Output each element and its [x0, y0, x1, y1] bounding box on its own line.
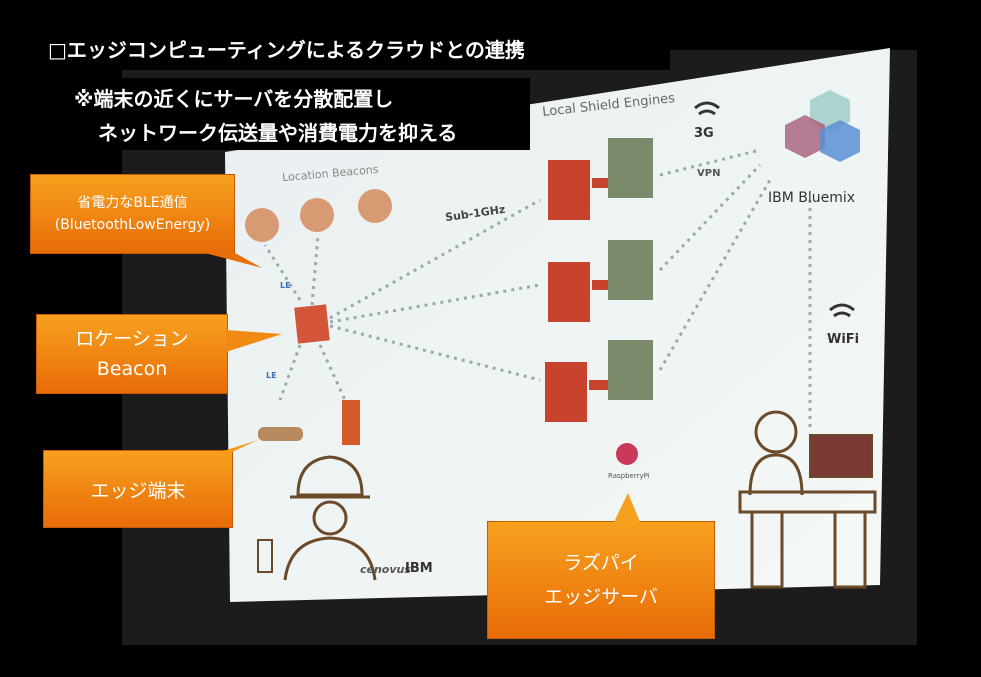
location-beacon-device — [294, 304, 330, 344]
callout-edge-device: エッジ端末 — [43, 450, 233, 528]
worker-icon — [283, 455, 377, 581]
slide-wifi: WiFi — [827, 332, 860, 347]
projector-screen — [225, 48, 890, 602]
gas-detector-icon — [342, 400, 360, 445]
callout-raspi-line2: エッジサーバ — [544, 586, 658, 608]
slide-le-2: LE — [266, 371, 277, 380]
slide-ibm: IBM — [405, 561, 433, 576]
shield-engine-boards — [545, 138, 653, 422]
slide-raspberry-pi: RaspberryPi — [608, 472, 650, 480]
radio-icon — [257, 539, 273, 573]
callout-beacon-line1: ロケーション — [75, 328, 189, 350]
callout-raspi: ラズパイ エッジサーバ — [487, 521, 715, 639]
callout-raspi-line1: ラズパイ — [563, 552, 639, 574]
heading-line2a: ※端末の近くにサーバを分散配置し — [74, 87, 394, 111]
slide-le-1: LE — [280, 281, 291, 290]
callout-edge-device-label: エッジ端末 — [90, 479, 186, 502]
heading-line2: ※端末の近くにサーバを分散配置し ネットワーク伝送量や消費電力を抑える — [60, 78, 530, 150]
heading-line2b: ネットワーク伝送量や消費電力を抑える — [98, 121, 458, 145]
wearable-band-icon — [258, 427, 303, 441]
callout-ble: 省電力なBLE通信 (BluetoothLowEnergy) — [30, 174, 235, 254]
slide-3g: 3G — [694, 126, 714, 141]
heading-line1: □エッジコンピューティングによるクラウドとの連携 — [40, 30, 670, 70]
slide-vpn: VPN — [697, 168, 721, 179]
slide-cenovus: cenovus — [360, 563, 411, 576]
connection-lines — [263, 148, 812, 430]
callout-beacon: ロケーション Beacon — [36, 314, 228, 394]
operator-icon — [738, 410, 877, 589]
wifi-icons — [694, 101, 855, 318]
monitor-icon — [809, 434, 873, 478]
callout-ble-line1: 省電力なBLE通信 — [77, 195, 188, 211]
raspberry-logo — [616, 443, 638, 465]
bluemix-logo — [785, 90, 860, 162]
callout-ble-line2: (BluetoothLowEnergy) — [54, 217, 211, 233]
slide-ibm-bluemix: IBM Bluemix — [768, 190, 856, 206]
location-beacon-icons — [245, 189, 392, 242]
callout-beacon-line2: Beacon — [96, 358, 168, 380]
